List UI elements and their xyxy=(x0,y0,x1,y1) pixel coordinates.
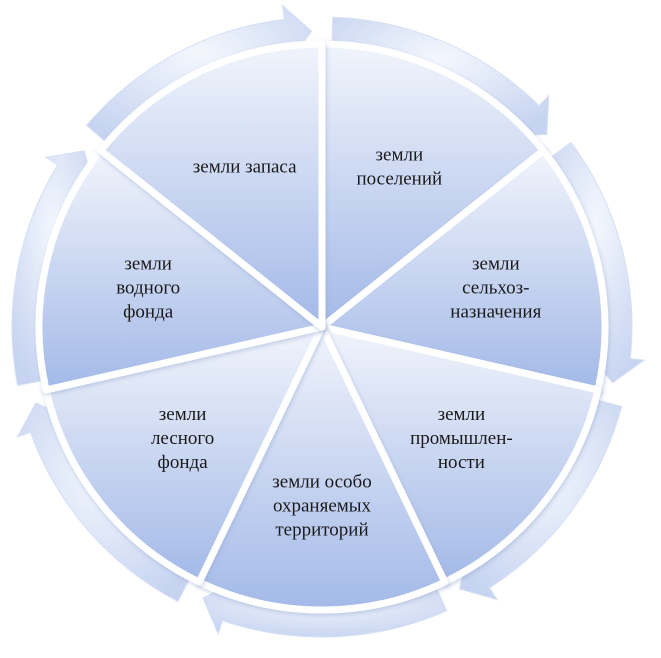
segment-label-2: земли сельхоз-назначения xyxy=(450,253,541,322)
segment-label-line: земли xyxy=(124,253,172,274)
segment-label-line: промышлен- xyxy=(410,428,513,449)
segment-label-line: земли запаса xyxy=(193,156,297,177)
segment-label-4: земли особо охраняемых территорий xyxy=(272,471,371,540)
segment-6 xyxy=(35,147,326,394)
segment-label-line: поселений xyxy=(357,168,443,189)
segment-label-line: сельхоз- xyxy=(462,277,529,298)
segment-2 xyxy=(318,147,609,394)
segment-label-line: земли xyxy=(159,404,207,425)
segment-5 xyxy=(42,323,326,586)
segment-label-line: земли xyxy=(472,253,520,274)
segment-label-line: лесного xyxy=(151,428,214,449)
segment-4 xyxy=(195,323,449,614)
segment-label-6: земли водного фонда xyxy=(116,253,180,322)
segment-label-line: фонда xyxy=(158,452,209,473)
segment-label-line: назначения xyxy=(450,301,541,322)
segment-7 xyxy=(97,40,326,331)
segment-label-1: земли поселений xyxy=(357,144,443,189)
segment-label-line: земли xyxy=(438,404,486,425)
segment-label-line: фонда xyxy=(123,301,174,322)
segment-label-line: ности xyxy=(438,452,485,473)
segment-1 xyxy=(318,40,547,331)
segment-label-line: водного xyxy=(116,277,180,298)
segment-label-line: земли особо xyxy=(272,471,371,492)
segment-label-line: охраняемых xyxy=(273,495,372,516)
segment-label-line: земли xyxy=(376,144,424,165)
pie-segments xyxy=(35,40,609,614)
segment-label-7: земли запаса xyxy=(193,156,297,177)
segment-label-5: земли лесного фонда xyxy=(151,404,214,473)
segment-label-line: территорий xyxy=(275,519,368,540)
segment-label-3: земли промышлен-ности xyxy=(410,404,513,473)
segment-3 xyxy=(318,323,602,586)
